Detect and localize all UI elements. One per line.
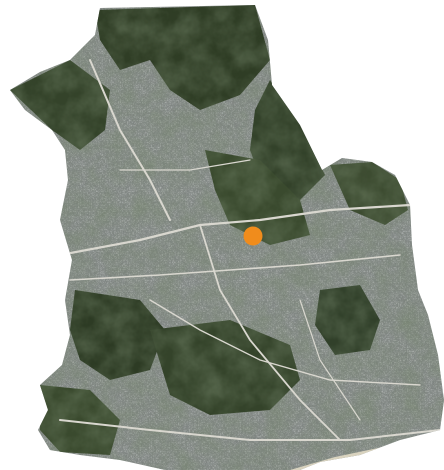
location-marker[interactable] <box>243 226 263 246</box>
roads <box>58 59 441 441</box>
beach <box>290 429 444 470</box>
